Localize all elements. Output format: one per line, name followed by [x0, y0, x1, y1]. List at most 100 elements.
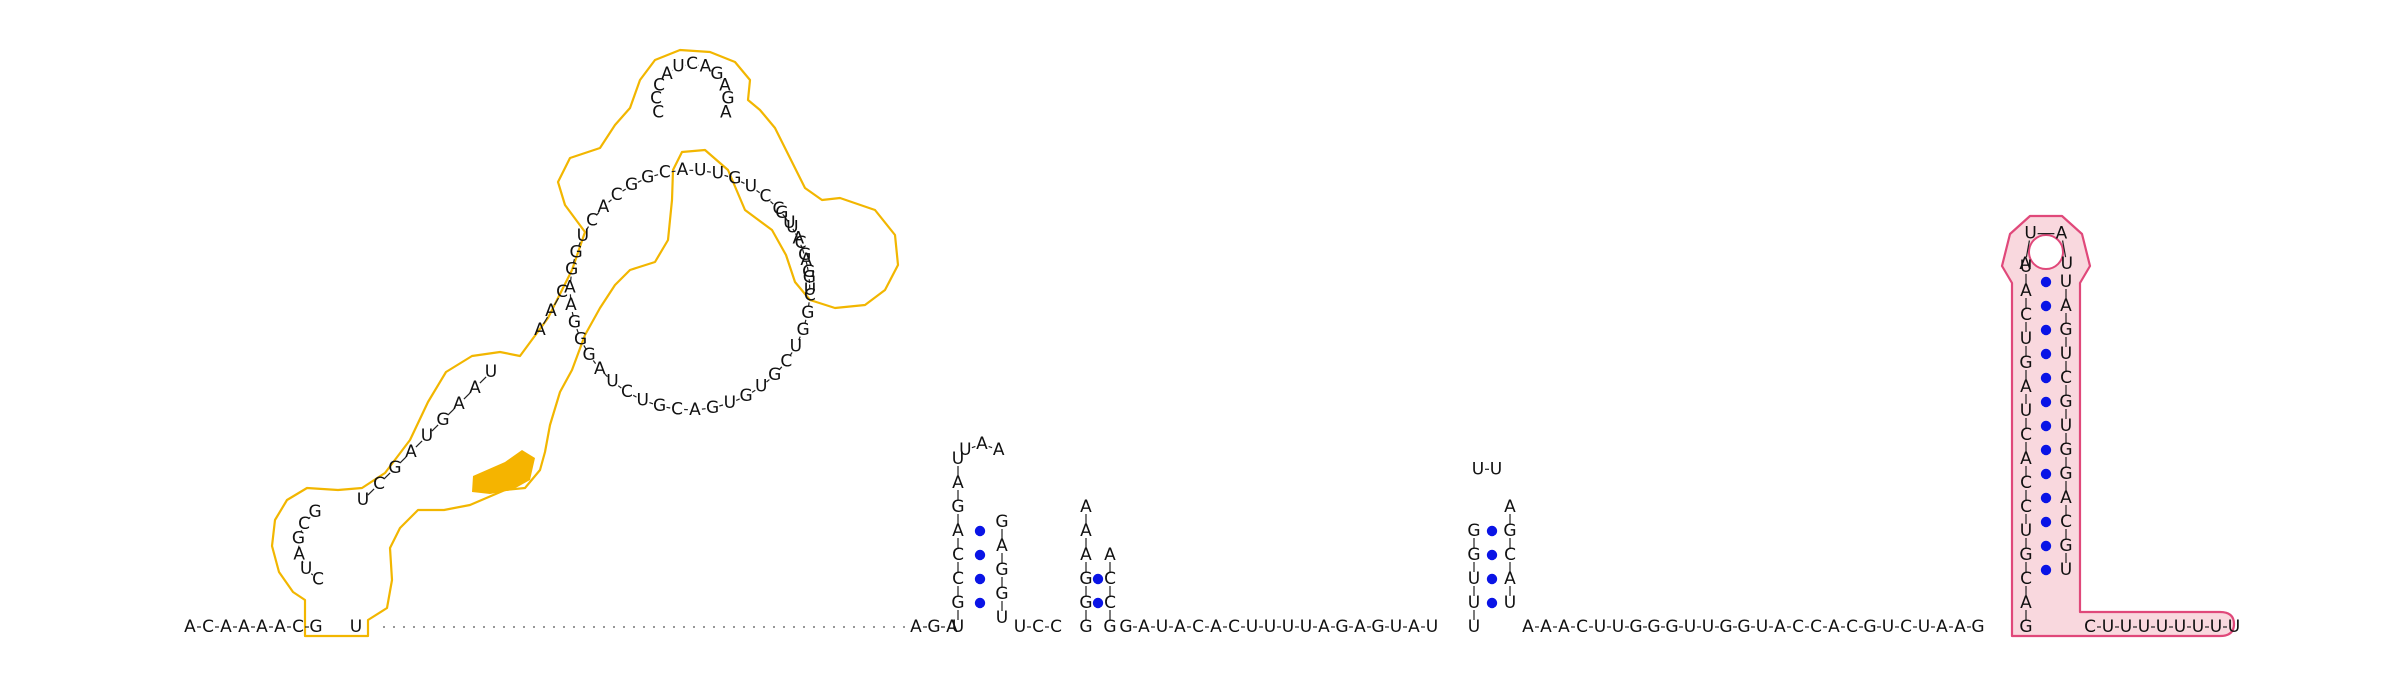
- nucleotide-hp1_5p-2: C: [952, 569, 964, 589]
- nucleotide-d1_3p-32: C: [611, 185, 623, 205]
- nucleotide-d1_3p-14: G: [706, 398, 719, 418]
- nucleotide-linker3-24: A: [1954, 617, 1966, 637]
- nucleotide-d1_5p_upper-1: A: [545, 301, 557, 321]
- nucleotide-linker3-21: C: [1900, 617, 1912, 637]
- nucleotide-d1_loop-1: C: [650, 89, 662, 109]
- nucleotide-linker3-13: U: [1756, 617, 1768, 637]
- nucleotide-pink_5p-5: C: [2020, 497, 2032, 517]
- nucleotide-d1_3p-23: G: [574, 329, 587, 349]
- nucleotide-right_tail-7: U: [2210, 617, 2222, 637]
- nucleotide-linker3-6: G: [1629, 617, 1642, 637]
- nucleotide-hp3_5p-3: G: [1467, 545, 1480, 565]
- nucleotide-linker3-8: G: [1665, 617, 1678, 637]
- nucleotide-d1_3p-44: A: [792, 228, 804, 248]
- backbone-dash: [383, 472, 391, 480]
- nucleotide-linker2-9: U: [1282, 617, 1294, 637]
- nucleotide-d1_5p_mid-5: G: [436, 410, 449, 430]
- nucleotide-hp1_loop-0: U: [959, 440, 971, 460]
- nucleotide-right_tail-4: U: [2156, 617, 2168, 637]
- nucleotide-pink_3p-11: G: [2059, 536, 2072, 556]
- nucleotide-pink_5p-12: U: [2020, 329, 2032, 349]
- backbone-dash: [447, 408, 455, 416]
- base-pair-dot: [2040, 516, 2052, 528]
- nucleotide-pink_3p-10: C: [2060, 512, 2072, 532]
- nucleotide-pink_5p-3: G: [2019, 545, 2032, 565]
- nucleotide-pink_5p-7: A: [2020, 449, 2032, 469]
- nucleotide-d1_3p-41: C: [759, 187, 771, 207]
- backbone-dash: [751, 389, 756, 393]
- base-pair-dot: [2040, 324, 2052, 336]
- nucleotide-d1_3p-8: U: [790, 337, 802, 357]
- nucleotide-linker2-16: A: [1408, 617, 1420, 637]
- backbone-dash: [585, 226, 590, 231]
- nucleotide-d1_loop-7: G: [710, 64, 723, 84]
- backbone-dash: [800, 244, 803, 249]
- nucleotide-hp1_5p-7: U: [952, 449, 964, 469]
- nucleotide-linker3-14: A: [1774, 617, 1786, 637]
- nucleotide-d1_3p-17: G: [653, 396, 666, 416]
- nucleotide-d1_5p_stem-2: A: [293, 545, 305, 565]
- nucleotide-d1_3p-6: G: [801, 303, 814, 323]
- nucleotide-d1_loop-0: C: [652, 102, 664, 122]
- nucleotide-hp2_5p-0: G: [1079, 617, 1092, 637]
- backbone-dash: [805, 261, 808, 266]
- base-pair-dot: [974, 573, 986, 585]
- nucleotide-d1_3p-43: U: [783, 213, 795, 233]
- nucleotide-d1_loop-5: C: [686, 54, 698, 74]
- nucleotide-d1_5p_mid-1: C: [373, 474, 385, 494]
- nucleotide-pink_5p-10: A: [2020, 377, 2032, 397]
- nucleotide-linker3-19: G: [1863, 617, 1876, 637]
- backbone-dash: [971, 445, 976, 449]
- nucleotide-hp1_3p-4: U: [996, 608, 1008, 628]
- base-pair-dot: [2040, 564, 2052, 576]
- backbone-dash: [782, 213, 786, 218]
- nucleotide-right_tail-8: U: [2228, 617, 2240, 637]
- backbone-dash: [802, 249, 805, 254]
- base-pair-dot: [2040, 300, 2052, 312]
- nucleotide-pink_3p-1: A: [2060, 296, 2072, 316]
- nucleotide-hp2_5p-4: A: [1080, 521, 1092, 541]
- nucleotide-d1_3p-35: C: [659, 163, 671, 183]
- nucleotide-d1_loop-4: U: [672, 57, 684, 77]
- backbone-dash: [415, 440, 423, 448]
- nucleotide-d1_5p_stem-3: G: [292, 529, 305, 549]
- nucleotide-d1_3p-33: G: [625, 175, 638, 195]
- nucleotide-linker2-6: C: [1228, 617, 1240, 637]
- nucleotide-d1_3p-13: U: [724, 393, 736, 413]
- nucleotide-d1_3p-16: C: [671, 399, 683, 419]
- backbone-dash: [740, 181, 745, 184]
- backbone-dash: [798, 336, 801, 341]
- nucleotide-d1_3p-34: G: [641, 168, 654, 188]
- nucleotide-left_tail-5: A: [274, 617, 286, 637]
- backbone-dash: [301, 560, 304, 564]
- backbone-dash: [571, 311, 574, 316]
- backbone-dash: [719, 404, 724, 407]
- nucleotide-right_tail-5: U: [2174, 617, 2186, 637]
- backbone-dash: [596, 211, 600, 216]
- nucleotide-d1_3p-40: U: [745, 177, 757, 197]
- nucleotide-pink_5p-2: C: [2020, 569, 2032, 589]
- nucleotide-pink_3p-12: U: [2060, 560, 2072, 580]
- domain-outline-orange: [270, 48, 900, 638]
- nucleotide-pink_3p-8: G: [2059, 464, 2072, 484]
- nucleotide-linker3-18: C: [1846, 617, 1858, 637]
- base-pair-dot: [2040, 348, 2052, 360]
- nucleotide-left_tail-6: C: [292, 617, 304, 637]
- backbone-dash: [617, 385, 622, 389]
- nucleotide-linker2-3: A: [1174, 617, 1186, 637]
- nucleotide-linker3-2: A: [1558, 617, 1570, 637]
- backbone-dash: [463, 392, 471, 400]
- backbone-dash: [632, 394, 637, 398]
- nucleotide-linker2-12: G: [1335, 617, 1348, 637]
- nucleotide-pink_3p-2: G: [2059, 320, 2072, 340]
- nucleotide-pink_5p-14: A: [2020, 281, 2032, 301]
- nucleotide-d1_3p-22: G: [583, 345, 596, 365]
- nucleotide-d1_5p_stem-0: C: [312, 570, 324, 590]
- nucleotide-linker3-0: A: [1522, 617, 1534, 637]
- nucleotide-hp3_5p-1: U: [1468, 593, 1480, 613]
- backbone-dash: [666, 406, 671, 409]
- base-pair-dot: [1486, 549, 1498, 561]
- nucleotide-d1_3p-4: G: [803, 268, 816, 288]
- nucleotide-d1_3p-2: C: [795, 233, 807, 253]
- nucleotide-pink_3p-5: G: [2059, 392, 2072, 412]
